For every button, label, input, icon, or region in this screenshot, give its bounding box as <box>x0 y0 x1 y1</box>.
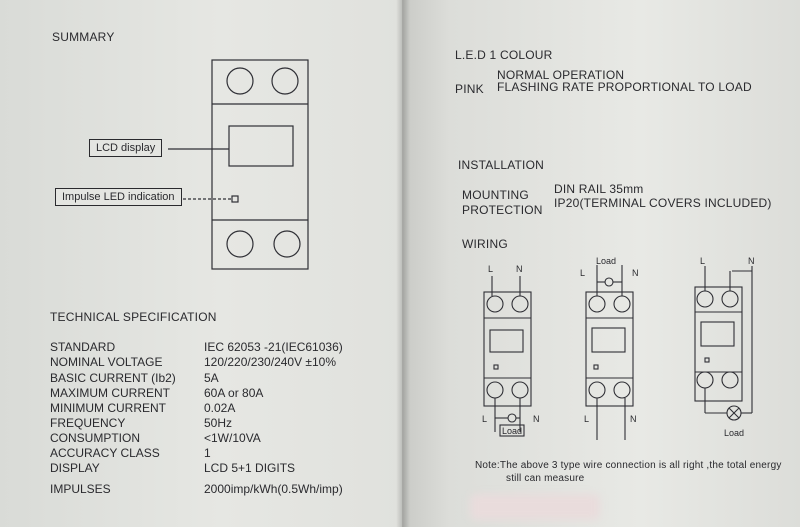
lcd-callout: LCD display <box>89 139 163 157</box>
led-color: PINK <box>455 82 484 96</box>
spec-value: 50Hz <box>204 416 233 430</box>
right-page <box>402 0 800 527</box>
label-L: L <box>580 268 585 278</box>
spec-value: 120/220/230/240V ±10% <box>204 355 337 369</box>
label-N: N <box>516 264 523 274</box>
wiring-diagrams <box>483 265 753 440</box>
spec-label: DISPLAY <box>50 461 100 475</box>
spec-label: FREQUENCY <box>50 416 126 430</box>
spec-value: 1 <box>204 446 211 460</box>
label-L: L <box>488 264 493 274</box>
meter-body <box>483 291 532 407</box>
terminal-screw-icon <box>273 230 301 258</box>
terminal-icon <box>588 295 606 313</box>
led-normal-text: NORMAL OPERATION <box>497 68 625 82</box>
lcd-window <box>489 329 524 353</box>
spec-label: NOMINAL VOLTAGE <box>50 355 163 369</box>
wiring-heading: WIRING <box>462 237 508 251</box>
meter-body <box>694 286 743 402</box>
label-L: L <box>482 414 487 424</box>
spec-value: LCD 5+1 DIGITS <box>204 461 296 475</box>
spec-value: IEC 62053 -21(IEC61036) <box>204 340 343 354</box>
terminal-icon <box>721 371 739 389</box>
lamp-icon <box>604 277 614 287</box>
label-load: Load <box>724 428 744 438</box>
label-L: L <box>584 414 589 424</box>
spec-value: 2000imp/kWh(0.5Wh/imp) <box>204 482 343 496</box>
label-L: L <box>700 256 705 266</box>
mounting-label: MOUNTING <box>462 188 529 202</box>
terminal-icon <box>721 290 739 308</box>
terminal-icon <box>511 381 529 399</box>
summary-heading: SUMMARY <box>52 30 115 44</box>
note-line-1: Note:The above 3 type wire connection is… <box>475 460 782 471</box>
label-N: N <box>748 256 755 266</box>
protection-value: IP20(TERMINAL COVERS INCLUDED) <box>554 196 772 210</box>
spec-label: CONSUMPTION <box>50 431 140 445</box>
label-load: Load <box>596 256 616 266</box>
impulse-led-icon <box>231 195 239 203</box>
spec-value: 0.02A <box>204 401 236 415</box>
wiring-labels: L N L N Load Load L N L N L N Load <box>482 256 755 438</box>
wiring-diagram-1 <box>483 276 532 437</box>
label-load: Load <box>502 426 522 436</box>
lcd-window <box>700 321 735 347</box>
terminal-icon <box>486 295 504 313</box>
terminal-icon <box>486 381 504 399</box>
spec-value: 5A <box>204 371 219 385</box>
led-flashing-text: FLASHING RATE PROPORTIONAL TO LOAD <box>497 80 752 94</box>
left-page <box>0 0 402 527</box>
wiring-diagram-3 <box>694 266 753 421</box>
note-line-2: still can measure <box>506 473 585 484</box>
tech-spec-heading: TECHNICAL SPECIFICATION <box>50 310 217 324</box>
terminal-icon <box>511 295 529 313</box>
spec-label: ACCURACY CLASS <box>50 446 160 460</box>
spec-label: STANDARD <box>50 340 116 354</box>
mounting-value: DIN RAIL 35mm <box>554 182 644 196</box>
label-N: N <box>632 268 639 278</box>
terminal-icon <box>696 290 714 308</box>
page-fold <box>396 0 410 527</box>
terminal-icon <box>588 381 606 399</box>
label-N: N <box>630 414 637 424</box>
smudge <box>470 494 600 520</box>
led-heading: L.E.D 1 COLOUR <box>455 48 553 62</box>
terminal-screw-icon <box>226 230 254 258</box>
terminal-icon <box>613 295 631 313</box>
terminal-screw-icon <box>226 67 254 95</box>
lcd-window <box>228 125 294 167</box>
terminal-screw-icon <box>271 67 299 95</box>
lamp-icon <box>726 405 742 421</box>
meter-summary-diagram <box>168 59 309 270</box>
spec-label: IMPULSES <box>50 482 111 496</box>
meter-outline <box>211 59 309 270</box>
lcd-window <box>591 327 626 353</box>
spec-value: 60A or 80A <box>204 386 264 400</box>
terminal-icon <box>696 371 714 389</box>
spec-label: BASIC CURRENT (Ib2) <box>50 371 176 385</box>
label-N: N <box>533 414 540 424</box>
terminal-icon <box>613 381 631 399</box>
wiring-diagram-2 <box>585 265 634 440</box>
spec-label: MAXIMUM CURRENT <box>50 386 170 400</box>
spec-value: <1W/10VA <box>204 431 261 445</box>
spec-label: MINIMUM CURRENT <box>50 401 166 415</box>
protection-label: PROTECTION <box>462 203 543 217</box>
show-through-text <box>20 94 230 134</box>
impulse-callout: Impulse LED indication <box>55 188 182 206</box>
meter-body <box>585 291 634 407</box>
installation-heading: INSTALLATION <box>458 158 544 172</box>
lamp-icon <box>507 413 517 423</box>
